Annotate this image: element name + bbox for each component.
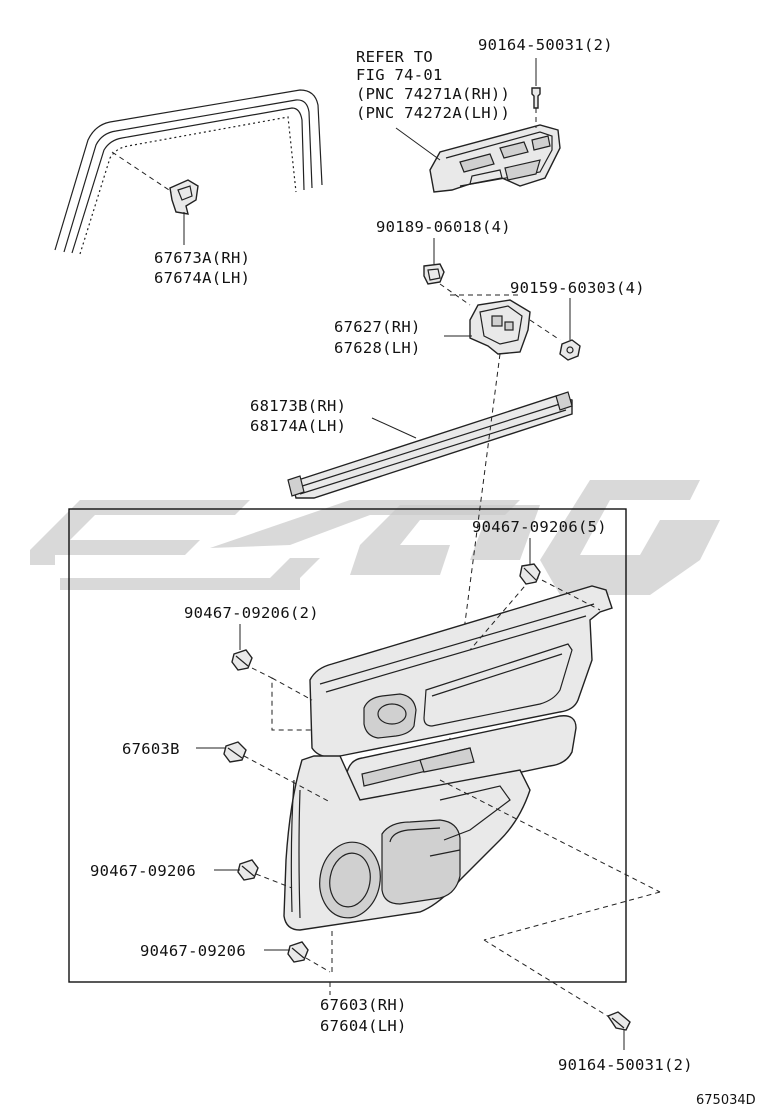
label-clip-single-a: 90467-09206 (90, 862, 196, 880)
label-refer-4: (PNC 74272A(LH)) (356, 104, 510, 122)
assembly-frame (68, 508, 627, 983)
power-window-switch-assembly (395, 58, 561, 193)
door-trim-panel (283, 585, 613, 931)
figure-code: 675034D (696, 1093, 756, 1108)
bracket-67627 (444, 299, 561, 355)
label-clip-5: 90467-09206(5) (472, 518, 607, 536)
label-refer-1: REFER TO (356, 48, 433, 66)
label-screw-top: 90164-50031(2) (478, 36, 613, 54)
label-clip-2: 90467-09206(2) (184, 604, 319, 622)
dashed-guides (243, 575, 661, 1021)
label-strip-lh: 68174A(LH) (250, 417, 346, 435)
nut-90159 (559, 298, 581, 361)
label-nut-90159: 90159-60303(4) (510, 279, 645, 297)
watermark-logo (30, 480, 720, 595)
window-weatherstrip-68173b (287, 391, 573, 499)
weatherstrip-clip-67673a (111, 151, 199, 245)
label-strip-rh: 68173B(RH) (250, 397, 346, 415)
label-67603b: 67603B (122, 740, 180, 758)
label-refer-3: (PNC 74271A(RH)) (356, 85, 510, 103)
label-weather-rh: 67673A(RH) (154, 249, 250, 267)
label-bracket-lh: 67628(LH) (334, 339, 421, 357)
labels: REFER TO FIG 74-01 (PNC 74271A(RH)) (PNC… (90, 36, 756, 1108)
label-bracket-rh: 67627(RH) (334, 318, 421, 336)
clip-90189 (423, 238, 520, 306)
label-panel-lh: 67604(LH) (320, 1017, 407, 1035)
clip-90467-single-b (264, 941, 309, 963)
label-refer-2: FIG 74-01 (356, 66, 443, 84)
clip-90467-group-2 (231, 624, 253, 671)
clip-90467-group-5 (519, 538, 541, 585)
label-weather-lh: 67674A(LH) (154, 269, 250, 287)
label-screw-bottom: 90164-50031(2) (558, 1056, 693, 1074)
clip-90467-single-a (214, 859, 259, 881)
clip-67603b (196, 741, 247, 763)
label-clip-90189: 90189-06018(4) (376, 218, 511, 236)
label-clip-single-b: 90467-09206 (140, 942, 246, 960)
door-window-frame (54, 89, 323, 255)
label-panel-rh: 67603(RH) (320, 996, 407, 1014)
screw-90164-bottom (606, 1011, 631, 1050)
